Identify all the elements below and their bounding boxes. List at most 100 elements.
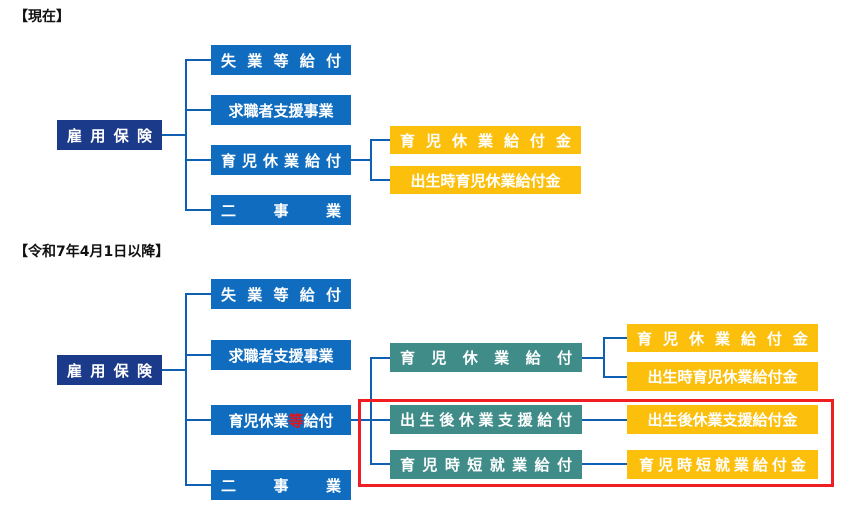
label-char: 休 [688,329,704,348]
label-char: 短 [695,456,711,474]
branch-childcare-leave-etc-benefits: 育児休業等給付 [211,405,351,435]
label-char: 付 [529,131,545,150]
connector [351,159,371,161]
group-childcare-leave-benefits: 育児休業給付 [390,343,582,372]
connector [370,139,372,181]
label-char: 児 [662,329,678,348]
connector [582,419,627,421]
new-benefits-highlight-frame [358,399,834,487]
branch-childcare-leave-benefits: 育児休業給付 [211,145,351,175]
label-char: 業 [477,131,493,150]
branch-two-programs: 二事業 [211,195,351,225]
connector [162,369,187,371]
label-char: 業 [714,329,730,348]
label-char: 育 [221,151,237,170]
label-char: 険 [136,126,152,145]
label-char: 支 [498,411,514,429]
label-char: 出 [400,411,416,429]
label-char: 育 [639,456,655,474]
connector [603,337,605,378]
label-char: 業 [733,456,749,474]
connector [370,179,390,181]
label-char: 保 [113,126,129,145]
benefit-postnatal-leave-support: 出生後休業支援給付金 [627,405,818,434]
label-char: 等 [273,51,289,70]
label-char: 就 [489,456,505,474]
label-char: 休 [458,411,474,429]
connector [370,419,390,421]
connector [185,159,211,161]
connector [370,139,390,141]
branch-unemployment-benefits-future: 失業等給付 [211,279,351,309]
label-char: 等 [273,285,289,304]
connector [351,419,372,421]
label-char: 用 [90,126,106,145]
connector [185,59,187,211]
label-char: 業 [283,151,299,170]
label-char: 二 [221,476,237,495]
connector [185,419,211,421]
label-char: 付 [325,51,341,70]
label-char: 給 [299,285,315,304]
label-char: 育 [400,131,416,150]
heading-future: 【令和7年4月1日以降】 [14,244,170,260]
label-char: 雇 [67,126,83,145]
label-char: 休 [462,349,478,367]
label-char: 生 [419,411,435,429]
label-char: 時 [444,456,460,474]
label-char: 業 [247,51,263,70]
label-char: 児 [431,349,447,367]
label-char: 給 [534,456,550,474]
label-char: 付 [325,285,341,304]
benefit-childcare-leave: 育児休業給付金 [390,126,581,154]
benefit-birth-time-childcare-leave: 出生時育児休業給付金 [390,166,581,194]
branch-label-pre: 育児休業 [228,411,289,430]
benefit-birth-time-childcare-leave-future: 出生時育児休業給付金 [627,362,818,391]
connector [185,484,211,486]
label-char: 短 [467,456,483,474]
label-char: 休 [262,151,278,170]
branch-label-post: 給付 [303,411,334,430]
label-char: 二 [221,201,237,220]
connector [162,134,187,136]
root-employment-insurance: 雇用保険 [57,120,162,150]
connector [185,293,211,295]
label-char: 児 [657,456,673,474]
highlight-etc: 等 [288,411,304,430]
connector [582,357,605,359]
label-char: 事 [273,201,289,220]
label-char: 付 [556,411,572,429]
benefit-childcare-leave-future: 育児休業給付金 [627,324,818,352]
label-char: 育 [400,349,416,367]
label-char: 事 [273,476,289,495]
connector [185,109,211,111]
label-char: 給 [740,329,756,348]
label-char: 給 [537,411,553,429]
label-char: 業 [478,411,494,429]
label-char: 業 [325,476,341,495]
branch-unemployment-benefits: 失業等給付 [211,45,351,75]
group-postnatal-leave-support: 出生後休業支援給付 [390,405,582,434]
label-char: 失 [221,51,237,70]
connector [370,463,390,465]
label-char: 保 [113,361,129,380]
label-char: 育 [637,329,653,348]
label-char: 付 [771,456,787,474]
label-char: 給 [299,51,315,70]
connector [185,59,211,61]
label-char: 給 [525,349,541,367]
label-char: 険 [136,361,152,380]
label-char: 用 [90,361,106,380]
group-childcare-shorter-hours: 育児時短就業給付 [390,450,582,479]
connector [185,293,187,486]
label-char: 給 [304,151,320,170]
benefit-childcare-shorter-hours: 育児時短就業給付金 [627,450,818,479]
label-char: 児 [425,131,441,150]
label-char: 児 [241,151,257,170]
label-char: 休 [451,131,467,150]
branch-job-seeker-support-future: 求職者支援事業 [211,340,351,370]
branch-two-programs-future: 二事業 [211,470,351,500]
label-char: 付 [556,349,572,367]
connector [603,376,627,378]
label-char: 付 [325,151,341,170]
